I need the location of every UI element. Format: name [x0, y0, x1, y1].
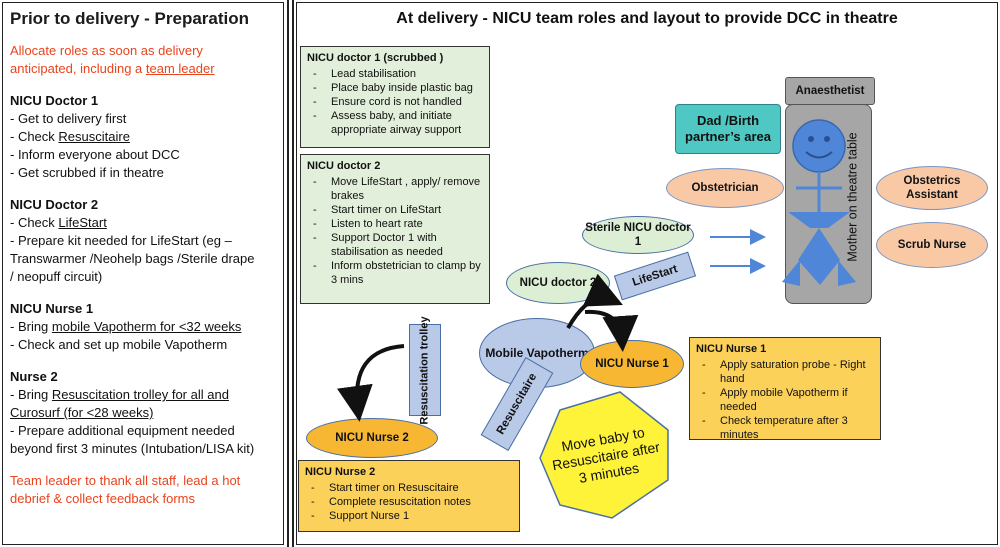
- doctor2-line: Transwarmer /Neohelp bags /Sterile drape: [10, 251, 255, 266]
- doctor2-line: / neopuff circuit): [10, 269, 103, 284]
- preparation-panel: Prior to delivery - Preparation Allocate…: [2, 2, 284, 545]
- nurse1-role-title: NICU Nurse 1: [696, 343, 767, 355]
- body-icon: [788, 212, 850, 228]
- list-item: Check temperature after 3 minutes: [696, 414, 874, 442]
- nurse2-line: beyond first 3 minutes (Intubation/LISA …: [10, 441, 255, 456]
- nurse2-bring-text: - Bring: [10, 387, 52, 402]
- scrub-nurse-oval: Scrub Nurse: [876, 222, 988, 268]
- lifestart-text: LifeStart: [58, 215, 107, 230]
- intro-line-2: anticipated, including a team leader: [10, 60, 276, 78]
- preparation-title: Prior to delivery - Preparation: [10, 9, 250, 28]
- sterile-doctor-oval: Sterile NICU doctor 1: [582, 216, 694, 254]
- footer-line-2: debrief & collect feedback forms: [10, 491, 195, 506]
- nurse2-role-box: NICU Nurse 2 Start timer on Resuscitaire…: [298, 460, 520, 532]
- nurse2-line: - Prepare additional equipment needed: [10, 423, 235, 438]
- list-item: Start timer on LifeStart: [307, 203, 483, 217]
- nurse1-role-list: Apply saturation probe - Right hand Appl…: [696, 358, 874, 442]
- intro-text: anticipated, including a: [10, 61, 146, 76]
- list-item: Inform obstetrician to clamp by 3 mins: [307, 259, 483, 287]
- divider: [292, 0, 294, 547]
- nurse1-heading: NICU Nurse 1: [10, 301, 94, 316]
- list-item: Place baby inside plastic bag: [307, 81, 483, 95]
- doctor1-role-list: Lead stabilisation Place baby inside pla…: [307, 67, 483, 137]
- team-leader-text: team leader: [145, 61, 215, 76]
- doctor2-line: - Prepare kit needed for LifeStart (eg –: [10, 233, 232, 248]
- list-item: Support Nurse 1: [305, 509, 513, 523]
- list-item: Apply mobile Vapotherm if needed: [696, 386, 874, 414]
- divider: [287, 0, 289, 547]
- doctor1-role-box: NICU doctor 1 (scrubbed ) Lead stabilisa…: [300, 46, 490, 148]
- doctor1-heading: NICU Doctor 1: [10, 93, 99, 108]
- birth-partner-area: Dad /Birth partner’s area: [675, 104, 781, 154]
- list-item: Complete resuscitation notes: [305, 495, 513, 509]
- list-item: Assess baby, and initiate appropriate ai…: [307, 109, 483, 137]
- nurse1-role-box: NICU Nurse 1 Apply saturation probe - Ri…: [689, 337, 881, 442]
- list-item: Move LifeStart , apply/ remove brakes: [307, 175, 483, 203]
- delivery-panel: [296, 2, 998, 545]
- doctor2-line: - Check LifeStart: [10, 214, 276, 232]
- list-item: Ensure cord is not handled: [307, 95, 483, 109]
- doctor2-check-text: - Check: [10, 215, 59, 230]
- trolley-text: Resuscitation trolley for all and: [51, 387, 229, 402]
- list-item: Support Doctor 1 with stabilisation as n…: [307, 231, 483, 259]
- nurse2-line: - Bring Resuscitation trolley for all an…: [10, 386, 276, 404]
- doctor1-line: - Get scrubbed if in theatre: [10, 165, 164, 180]
- doctor2-role-list: Move LifeStart , apply/ remove brakes St…: [307, 175, 483, 287]
- list-item: Lead stabilisation: [307, 67, 483, 81]
- obstetrician-oval: Obstetrician: [666, 168, 784, 208]
- doctor1-line: - Get to delivery first: [10, 111, 127, 126]
- curved-arrow-icon: [336, 344, 405, 422]
- list-item: Listen to heart rate: [307, 217, 483, 231]
- nurse2-line: Curosurf (for <28 weeks): [10, 405, 154, 420]
- nurse1-bring-text: - Bring: [10, 319, 52, 334]
- nurse2-role-list: Start timer on Resuscitaire Complete res…: [305, 481, 513, 523]
- resuscitation-trolley: Resuscitation trolley: [409, 316, 441, 424]
- anaesthetist-box: Anaesthetist: [785, 77, 875, 105]
- nurse2-role-title: NICU Nurse 2: [305, 466, 376, 478]
- resuscitaire-text: Resuscitaire: [58, 129, 130, 144]
- list-item: Apply saturation probe - Right hand: [696, 358, 874, 386]
- doctor2-role-box: NICU doctor 2 Move LifeStart , apply/ re…: [300, 154, 490, 304]
- doctor1-line: - Check Resuscitaire: [10, 128, 276, 146]
- doctor1-check-text: - Check: [10, 129, 59, 144]
- doctor1-line: - Inform everyone about DCC: [10, 147, 180, 162]
- delivery-title: At delivery - NICU team roles and layout…: [396, 10, 898, 27]
- nurse1-line: - Check and set up mobile Vapotherm: [10, 337, 228, 352]
- nurse2-heading: Nurse 2: [10, 369, 58, 384]
- obstetrics-assistant-oval: Obstetrics Assistant: [876, 166, 988, 210]
- footer-line-1: Team leader to thank all staff, lead a h…: [10, 473, 241, 488]
- list-item: Start timer on Resuscitaire: [305, 481, 513, 495]
- doctor2-role-title: NICU doctor 2: [307, 160, 381, 172]
- curved-arrow-icon: [584, 309, 639, 352]
- nurse1-line: - Bring mobile Vapotherm for <32 weeks: [10, 318, 276, 336]
- curved-arrow-icon: [566, 273, 623, 330]
- nicu-nurse2-oval: NICU Nurse 2: [306, 418, 438, 458]
- legs-icon: [798, 228, 840, 285]
- doctor1-role-title: NICU doctor 1 (scrubbed ): [307, 52, 444, 64]
- intro-line-1: Allocate roles as soon as delivery: [10, 43, 203, 58]
- vapotherm-text: mobile Vapotherm for <32 weeks: [51, 319, 242, 334]
- doctor2-heading: NICU Doctor 2: [10, 197, 99, 212]
